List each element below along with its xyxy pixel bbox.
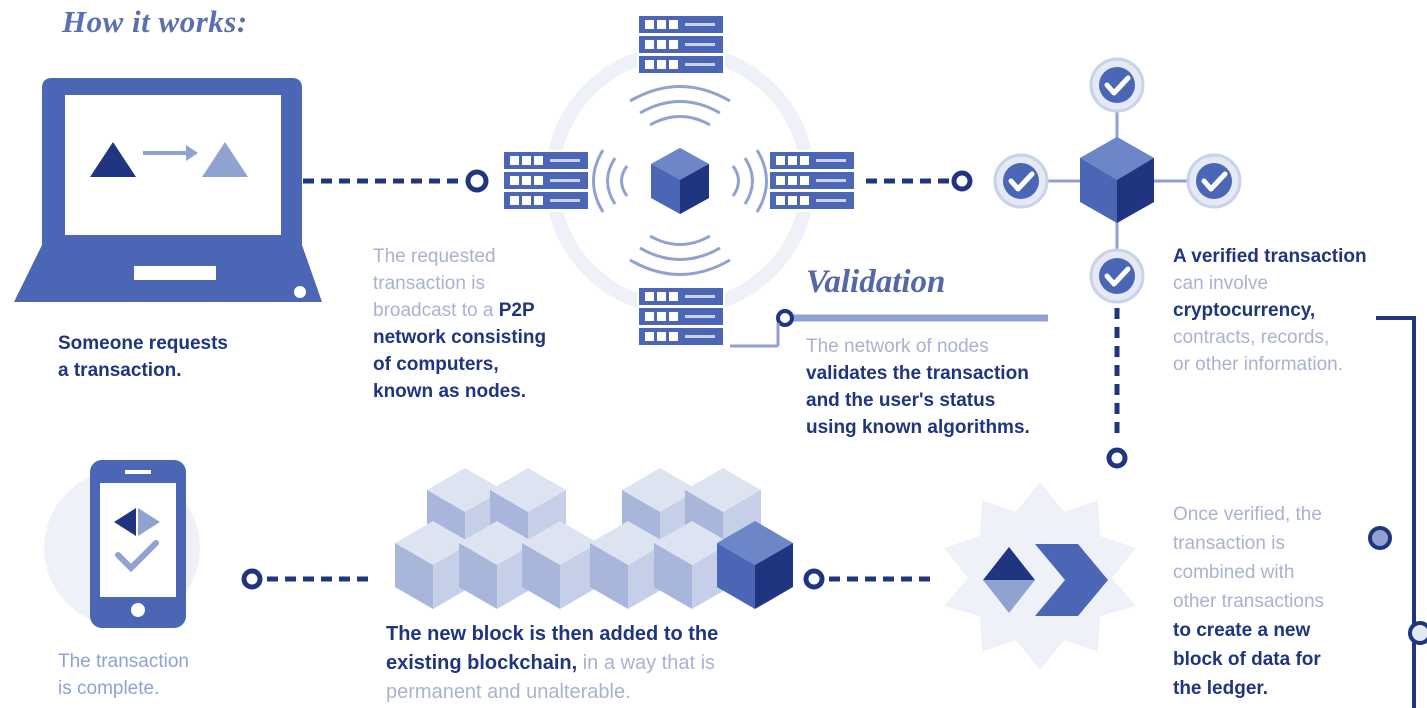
laptop-icon <box>14 78 322 302</box>
added-caption: The new block is then added to the exist… <box>386 623 719 703</box>
checkmark-icon <box>995 155 1047 207</box>
chevron-arrows-icon <box>944 482 1136 670</box>
server-icon <box>502 150 590 212</box>
signal-waves-icon <box>592 85 768 276</box>
cube-icon <box>651 148 709 214</box>
validation-heading: Validation <box>806 264 946 300</box>
smartphone-icon <box>44 460 200 628</box>
server-icon <box>637 14 725 76</box>
page-title: How it works: <box>62 4 248 39</box>
broadcast-caption: The requested transaction is broadcast t… <box>373 246 547 402</box>
verified-caption: A verified transaction can involve crypt… <box>1173 246 1367 375</box>
checkmark-icon <box>1091 59 1143 111</box>
checkmark-icon <box>1188 155 1240 207</box>
request-caption: Someone requests a transaction. <box>58 333 228 381</box>
server-icon <box>768 150 856 212</box>
blockchain-cubes-icon <box>395 468 793 609</box>
validation-caption: The network of nodes validates the trans… <box>806 336 1030 438</box>
combined-caption: Once verified, the transaction is combin… <box>1173 504 1325 699</box>
complete-caption: The transaction is complete. <box>58 651 189 699</box>
checkmark-icon <box>1091 250 1143 302</box>
cube-icon <box>1080 137 1154 223</box>
server-icon <box>637 286 725 348</box>
